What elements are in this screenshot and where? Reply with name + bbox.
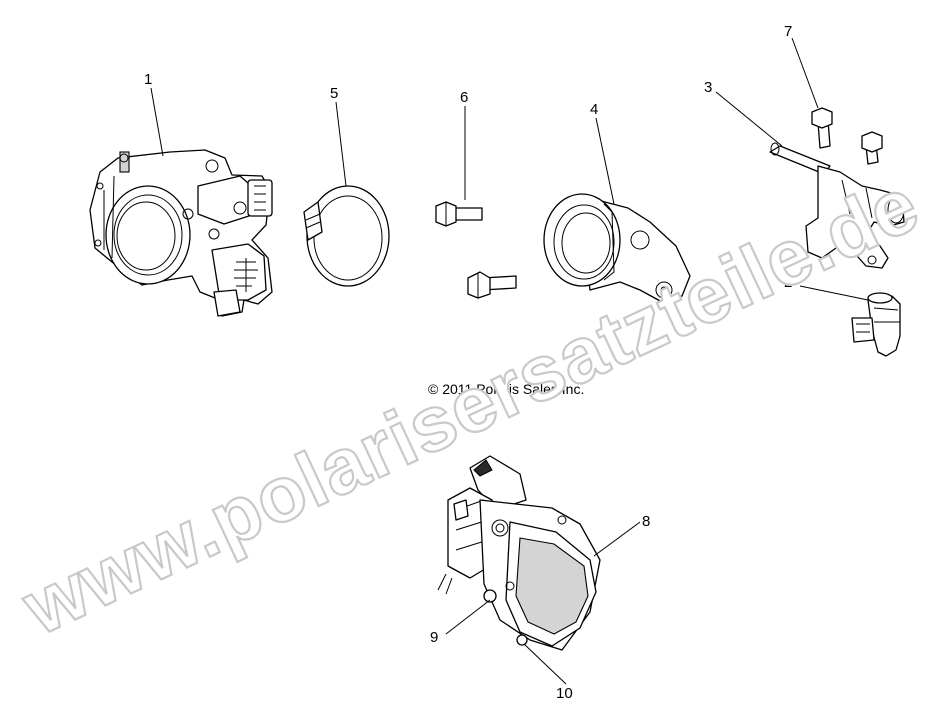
leader-4	[595, 117, 615, 205]
callout-9: 9	[430, 629, 438, 646]
leader-7	[791, 37, 819, 109]
callout-7: 7	[784, 23, 792, 40]
leader-5	[335, 101, 347, 187]
copyright-notice: © 2011 Polaris Sales Inc.	[428, 381, 584, 397]
leader-9	[445, 599, 491, 635]
callout-6: 6	[460, 89, 468, 106]
callout-3: 3	[704, 79, 712, 96]
part-6-screw-lower	[467, 271, 517, 299]
part-7-screw-right	[861, 131, 883, 165]
leader-2	[799, 285, 869, 301]
callout-1: 1	[144, 71, 152, 88]
part-1-throttle-body	[89, 149, 273, 317]
part-4-intake-adapter	[543, 193, 691, 303]
part-7-screw-left	[811, 107, 833, 149]
callout-10: 10	[556, 685, 573, 702]
leader-1	[150, 87, 164, 157]
callout-5: 5	[330, 85, 338, 102]
leader-10	[523, 643, 567, 685]
leader-3	[715, 91, 783, 147]
part-5-clamp	[303, 185, 390, 287]
callout-4: 4	[590, 101, 598, 118]
leader-lines	[150, 37, 869, 685]
leader-8	[593, 521, 641, 557]
callout-8: 8	[642, 513, 650, 530]
part-6-screw-upper	[435, 201, 483, 227]
part-2-fuel-injector	[851, 292, 901, 357]
callout-2: 2	[784, 274, 792, 291]
part-8-sensor-cover-assembly	[437, 455, 601, 651]
part-3-fuel-rail	[769, 142, 905, 269]
